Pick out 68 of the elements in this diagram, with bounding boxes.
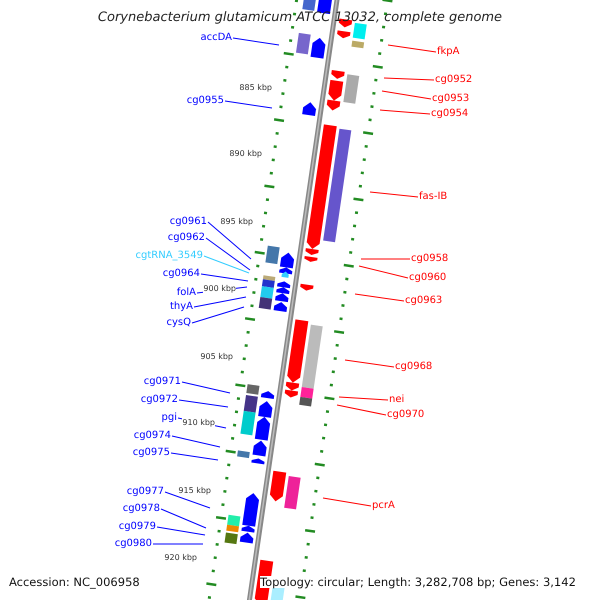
scale-label: 895 kbp: [220, 217, 253, 226]
gene-label: folA: [176, 287, 196, 299]
leader-line: [208, 222, 252, 260]
genome-summary-text: Topology: circular; Length: 3,282,708 bp; Genes: 3,142: [260, 576, 576, 588]
gene-label: cg0953: [432, 93, 470, 105]
gene-label: cg0954: [431, 108, 468, 120]
gene-label: cg0980: [114, 538, 152, 550]
leader-line: [344, 360, 394, 368]
gene-label: cg0978: [122, 503, 160, 515]
scale-label: 910 kbp: [182, 418, 215, 427]
leader-line: [388, 44, 436, 52]
leader-line: [382, 90, 432, 100]
scale-label: 900 kbp: [203, 284, 236, 293]
gene-label: fkpA: [437, 46, 460, 58]
leader-line: [232, 38, 280, 46]
gene-label: cg0974: [134, 430, 171, 442]
gene-label: cg0972: [140, 394, 178, 406]
leader-line: [384, 78, 434, 80]
gene-label: cg0958: [411, 253, 448, 265]
gene-label: fas-IB: [419, 191, 448, 203]
gene-label: cg0960: [409, 272, 446, 284]
leader-line: [182, 382, 230, 394]
gene-label: cg0968: [395, 361, 432, 373]
leader-line: [206, 238, 250, 270]
gene-label: cysQ: [166, 317, 191, 329]
gene-label: pgi: [162, 412, 177, 424]
leader-line: [322, 498, 372, 506]
gene-label: pcrA: [372, 500, 395, 512]
leader-line: [192, 306, 244, 324]
gene-label: cg0977: [126, 486, 164, 498]
leader-line: [160, 508, 206, 528]
gene-label: thyA: [170, 301, 193, 313]
scale-label: 885 kbp: [239, 83, 272, 92]
leader-line: [336, 404, 386, 416]
leader-line: [156, 526, 206, 536]
leader-line: [204, 256, 250, 274]
leader-line: [370, 192, 418, 198]
leader-line: [338, 396, 388, 400]
leader-line: [200, 274, 248, 282]
gene-label: cg0961: [170, 216, 207, 228]
gene-label: cg0979: [118, 521, 156, 533]
leader-line: [178, 400, 228, 408]
gene-label: cg0964: [162, 268, 200, 280]
gene-label: accDA: [200, 32, 232, 44]
scale-label: 915 kbp: [178, 486, 211, 495]
gene-label: cg0970: [387, 409, 424, 421]
gene-label: cg0975: [132, 447, 170, 459]
scale-label: 890 kbp: [229, 149, 262, 158]
leader-line: [194, 296, 246, 308]
gene-label: nei: [389, 394, 404, 406]
leader-line: [380, 110, 430, 114]
gene-label: cg0963: [405, 295, 442, 307]
gene-label: cg0955: [186, 95, 224, 107]
gene-label: cg0962: [168, 232, 205, 244]
title: Corynebacterium glutamicum ATCC 13032, complete genome: [96, 12, 504, 24]
accession-text: Accession: NC_006958: [9, 576, 140, 588]
leader-line: [172, 436, 220, 448]
scale-label: 920 kbp: [164, 553, 197, 562]
leader-line: [354, 294, 404, 302]
leader-line: [360, 258, 410, 260]
gene-label: cgtRNA_3549: [136, 250, 203, 262]
gene-label: cg0952: [435, 74, 472, 86]
leader-line: [224, 100, 272, 108]
leader-line: [358, 266, 408, 278]
leader-line: [164, 492, 210, 508]
leader-line: [170, 452, 218, 460]
scale-label: 905 kbp: [200, 352, 233, 361]
gene-label: cg0971: [144, 376, 181, 388]
